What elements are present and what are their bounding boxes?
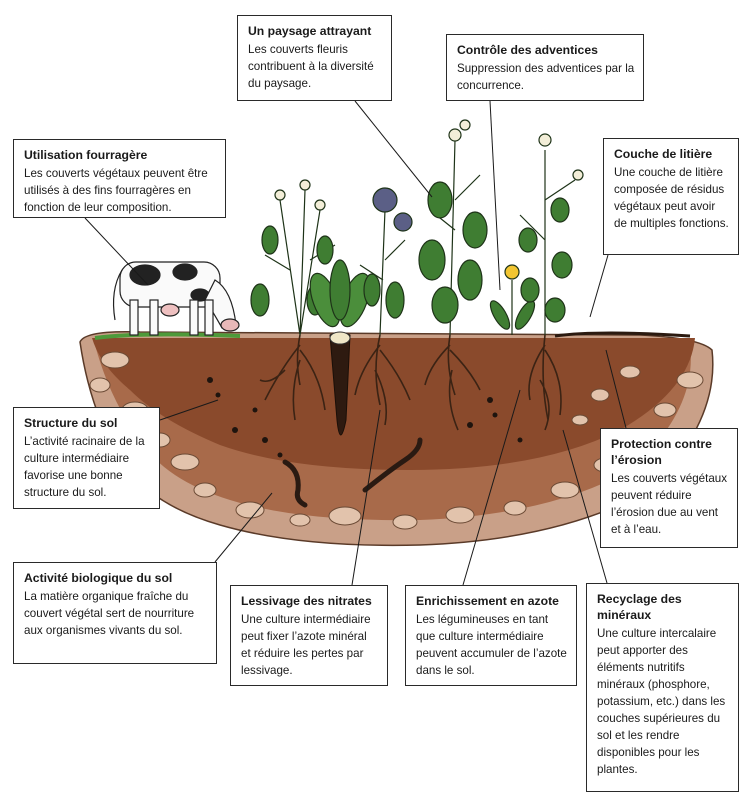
plants	[250, 119, 584, 336]
beet-top	[329, 331, 351, 345]
nitrates-text: Une culture intermédiaire peut fixer l’a…	[241, 613, 371, 677]
soil-pores	[207, 377, 523, 458]
fourrage-title: Utilisation fourragère	[24, 148, 148, 162]
structure-title: Structure du sol	[24, 416, 118, 430]
recyclage-title: Recyclage des minéraux	[597, 592, 682, 622]
structure-text: L’activité racinaire de la culture inter…	[24, 435, 145, 499]
cow	[112, 261, 240, 336]
recyclage-box: Recyclage des minéraux Une culture inter…	[586, 583, 739, 792]
paysage-text: Les couverts fleuris contribuent à la di…	[248, 43, 374, 90]
litiere-text: Une couche de litière composée de résidu…	[614, 166, 729, 230]
fourrage-text: Les couverts végétaux peuvent être utili…	[24, 167, 208, 214]
biologique-box: Activité biologique du sol La matière or…	[13, 562, 217, 664]
adventices-box: Contrôle des adventices Suppression des …	[446, 34, 644, 101]
paysage-title: Un paysage attrayant	[248, 24, 372, 38]
paysage-box: Un paysage attrayant Les couverts fleuri…	[237, 15, 392, 101]
structure-box: Structure du sol L’activité racinaire de…	[13, 407, 160, 509]
fourrage-box: Utilisation fourragère Les couverts végé…	[13, 139, 226, 218]
earthworm-left	[282, 459, 308, 508]
nitrates-box: Lessivage des nitrates Une culture inter…	[230, 585, 388, 686]
biologique-text: La matière organique fraîche du couvert …	[24, 590, 195, 637]
litter-layer	[554, 331, 691, 338]
nitrates-title: Lessivage des nitrates	[241, 594, 372, 608]
litiere-title: Couche de litière	[614, 147, 713, 161]
erosion-title: Protection contre l’érosion	[611, 437, 712, 467]
azote-title: Enrichissement en azote	[416, 594, 559, 608]
recyclage-text: Une culture intercalaire peut apporter d…	[597, 627, 726, 776]
erosion-text: Les couverts végétaux peuvent réduire l’…	[611, 472, 728, 536]
azote-box: Enrichissement en azote Les légumineuses…	[405, 585, 577, 686]
leader-lines	[84, 100, 627, 586]
soil-top-layer	[92, 338, 695, 470]
azote-text: Les légumineuses en tant que culture int…	[416, 613, 567, 677]
litiere-box: Couche de litière Une couche de litière …	[603, 138, 739, 255]
adventices-text: Suppression des adventices par la concur…	[457, 62, 635, 92]
erosion-box: Protection contre l’érosion Les couverts…	[600, 428, 738, 548]
roots	[259, 334, 562, 431]
biologique-title: Activité biologique du sol	[24, 571, 173, 585]
earthworm-right	[362, 437, 423, 493]
adventices-title: Contrôle des adventices	[457, 43, 598, 57]
